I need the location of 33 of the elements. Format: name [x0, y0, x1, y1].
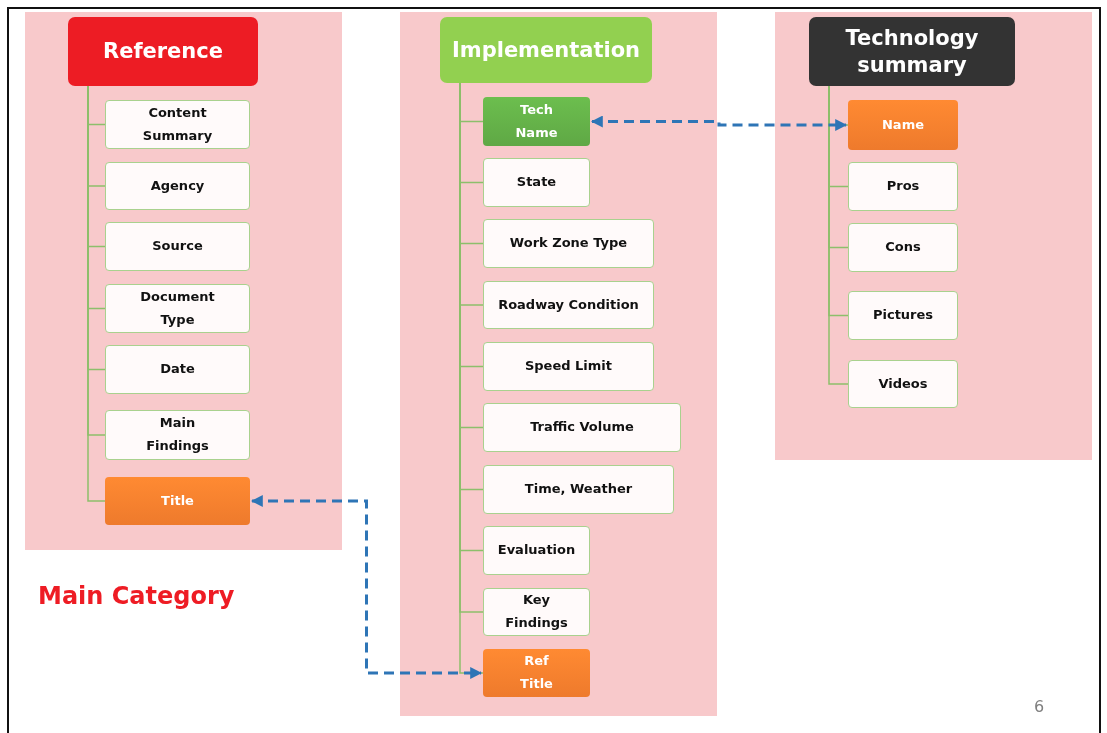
- field-box: Pictures: [848, 291, 958, 340]
- category-header: Technology summary: [809, 17, 1015, 86]
- field-box: Content Summary: [105, 100, 250, 149]
- field-box: Main Findings: [105, 410, 250, 460]
- field-box: Document Type: [105, 284, 250, 333]
- field-box: Agency: [105, 162, 250, 210]
- highlighted-field-box: Name: [848, 100, 958, 150]
- highlighted-field-box: Tech Name: [483, 97, 590, 146]
- field-box: Speed Limit: [483, 342, 654, 391]
- panel-background: [25, 12, 342, 550]
- field-box: Source: [105, 222, 250, 271]
- field-box: Date: [105, 345, 250, 394]
- field-box: Videos: [848, 360, 958, 408]
- field-box: Key Findings: [483, 588, 590, 636]
- field-box: Evaluation: [483, 526, 590, 575]
- category-header: Reference: [68, 17, 258, 86]
- section-heading: Main Category: [38, 582, 235, 610]
- field-box: Cons: [848, 223, 958, 272]
- highlighted-field-box: Title: [105, 477, 250, 525]
- field-box: State: [483, 158, 590, 207]
- panel-background: [400, 12, 717, 716]
- double-arrow: [250, 495, 483, 679]
- field-box: Pros: [848, 162, 958, 211]
- field-box: Work Zone Type: [483, 219, 654, 268]
- field-box: Traffic Volume: [483, 403, 681, 452]
- field-box: Roadway Condition: [483, 281, 654, 329]
- panel-background: [775, 12, 1092, 460]
- double-arrow: [590, 115, 848, 131]
- tree-connector: [828, 85, 849, 385]
- page-number: 6: [1034, 697, 1045, 716]
- category-header: Implementation: [440, 17, 652, 83]
- highlighted-field-box: Ref Title: [483, 649, 590, 697]
- field-box: Time, Weather: [483, 465, 674, 514]
